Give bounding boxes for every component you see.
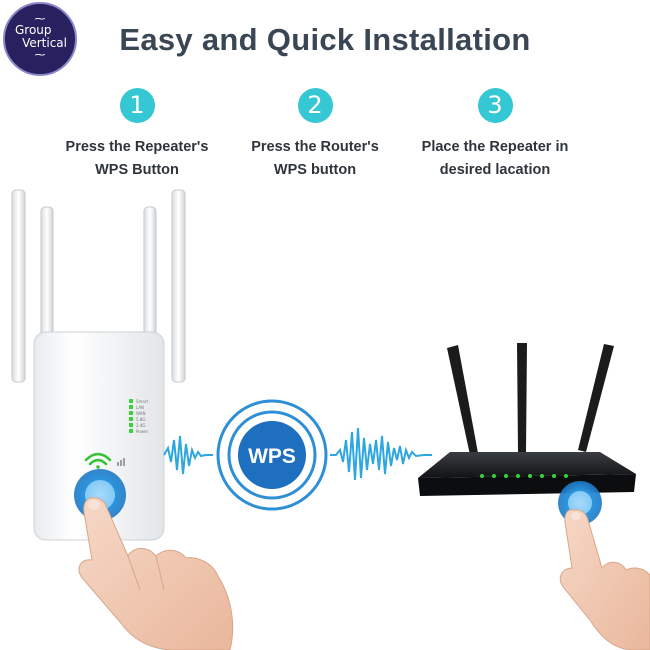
router-wps-button bbox=[568, 491, 592, 515]
step-1: 1 Press the Repeater's WPS Button bbox=[42, 88, 232, 182]
step-1-line-1: Press the Repeater's bbox=[65, 139, 209, 155]
right-hand bbox=[559, 509, 650, 650]
wifi-icon bbox=[84, 452, 112, 469]
wps-label: WPS bbox=[248, 445, 296, 468]
signal-bars-icon bbox=[117, 458, 125, 466]
left-hand bbox=[78, 497, 234, 650]
step-3-line-2: desired lacation bbox=[439, 162, 551, 178]
left-signal-wave bbox=[163, 435, 213, 475]
indicator-label-smart: Smart bbox=[136, 399, 149, 404]
step-2-line-2: WPS button bbox=[273, 162, 357, 178]
indicator-label-24g: 2.4G bbox=[136, 423, 145, 428]
logo-text-vertical: Vertical bbox=[22, 36, 67, 50]
logo-wave-top: ⁓ bbox=[34, 12, 46, 25]
repeater-led-indicators bbox=[129, 399, 133, 433]
router-device bbox=[418, 343, 636, 525]
wps-signal-rings: WPS bbox=[216, 399, 328, 511]
logo-wave-bottom: ⁓ bbox=[34, 48, 46, 61]
step-2-text: Press the Router's WPS button bbox=[220, 136, 410, 182]
group-vertical-logo: ⁓ Group Vertical ⁓ bbox=[3, 2, 77, 76]
router-led-lights bbox=[480, 474, 568, 478]
indicator-label-lan: LAN bbox=[136, 405, 144, 410]
step-1-number: 1 bbox=[119, 88, 155, 123]
indicator-label-5g: 5.8G bbox=[136, 417, 145, 422]
repeater-device: Smart LAN WAN 5.8G 2.4G Power bbox=[11, 189, 186, 541]
repeater-indicator-labels: Smart LAN WAN 5.8G 2.4G Power bbox=[136, 399, 149, 434]
indicator-label-wan: WAN bbox=[136, 411, 145, 416]
step-2: 2 Press the Router's WPS button bbox=[220, 88, 410, 182]
installation-illustration: Smart LAN WAN 5.8G 2.4G Power bbox=[11, 189, 650, 650]
step-2-line-1: Press the Router's bbox=[251, 139, 379, 155]
step-3-text: Place the Repeater in desired lacation bbox=[400, 136, 590, 182]
step-1-text: Press the Repeater's WPS Button bbox=[42, 136, 232, 182]
page-title: Easy and Quick Installation bbox=[119, 22, 531, 57]
step-3-number: 3 bbox=[477, 88, 513, 123]
repeater-antennas bbox=[11, 189, 186, 383]
logo-text-group: Group bbox=[15, 23, 52, 37]
right-signal-wave bbox=[330, 427, 432, 481]
step-1-line-2: WPS Button bbox=[95, 162, 179, 178]
step-3-line-1: Place the Repeater in bbox=[421, 139, 569, 155]
indicator-label-power: Power bbox=[136, 429, 148, 434]
step-3: 3 Place the Repeater in desired lacation bbox=[400, 88, 590, 182]
step-2-number: 2 bbox=[297, 88, 333, 123]
